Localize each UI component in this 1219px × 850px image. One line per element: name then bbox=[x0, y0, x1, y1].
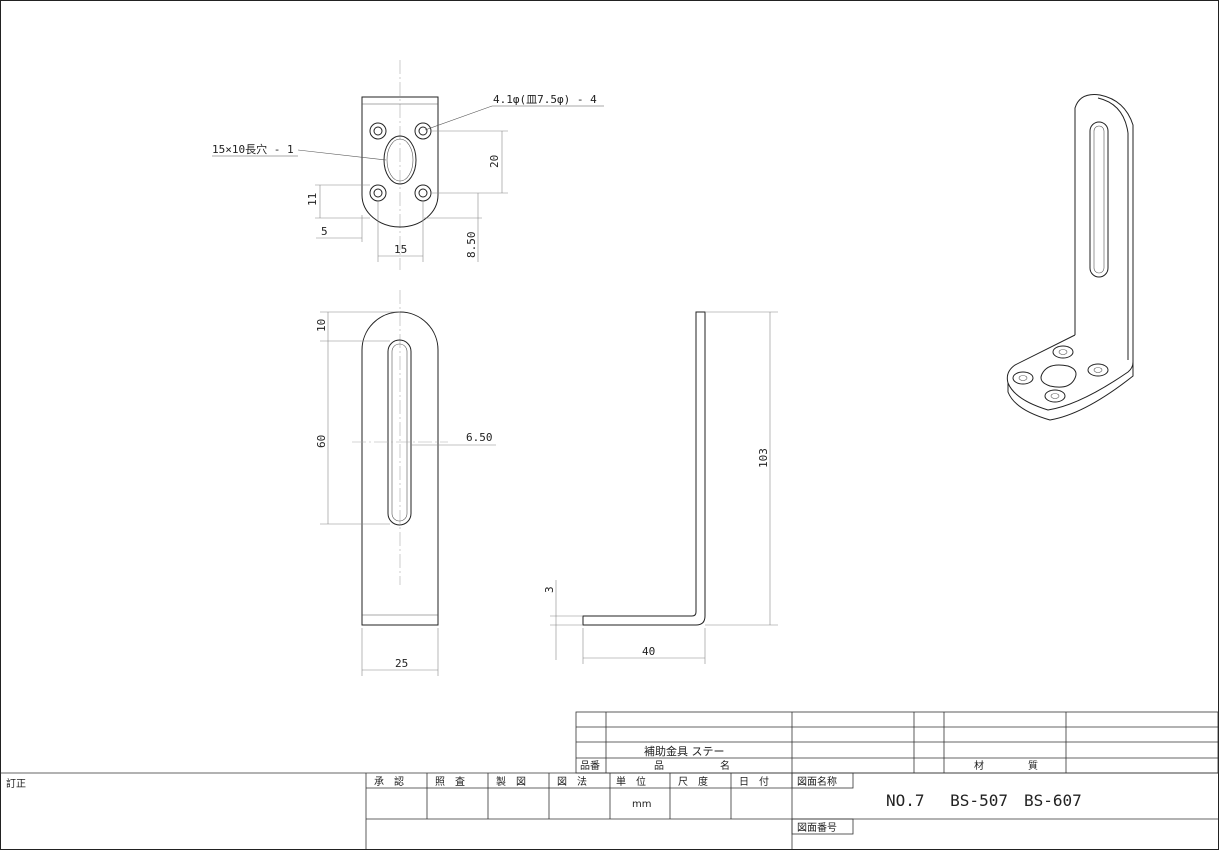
unit-value: mm bbox=[632, 799, 651, 810]
countersunk-holes bbox=[369, 122, 432, 202]
dim-10: 10 bbox=[315, 319, 328, 332]
dim-40: 40 bbox=[642, 645, 655, 658]
title-block: 補助金具 ステー 品番 品 名 材 質 訂正 承 認 照 査 製 図 図 法 単… bbox=[0, 711, 1219, 849]
dim-11: 11 bbox=[306, 193, 319, 206]
label-hin: 品 bbox=[654, 760, 664, 772]
label-shakudo: 尺 度 bbox=[678, 775, 708, 788]
dim-8-50: 8.50 bbox=[465, 232, 478, 259]
label-zai: 材 bbox=[974, 759, 984, 772]
label-hinban: 品番 bbox=[580, 760, 600, 772]
front-view: 10 60 6.50 25 bbox=[315, 290, 496, 676]
dim-60: 60 bbox=[315, 435, 328, 448]
drawing-title: NO.7 BS-507 BS-607 bbox=[886, 791, 1082, 810]
label-hizuke: 日 付 bbox=[739, 775, 769, 788]
label-shonin: 承 認 bbox=[374, 775, 404, 788]
dim-103: 103 bbox=[757, 448, 770, 468]
label-tani: 単 位 bbox=[616, 775, 646, 788]
label-seizu: 製 図 bbox=[496, 775, 526, 788]
label-mei: 名 bbox=[720, 759, 730, 772]
isometric-view bbox=[1006, 94, 1134, 421]
top-view: 4.1φ(皿7.5φ) - 4 15×10長穴 - 1 20 11 8.50 5… bbox=[212, 60, 604, 270]
dim-15: 15 bbox=[394, 243, 407, 256]
label-shitsu: 質 bbox=[1028, 759, 1038, 772]
label-zumen-meisho: 図面名称 bbox=[797, 775, 837, 788]
side-view: 103 3 40 bbox=[543, 311, 778, 664]
dim-20: 20 bbox=[488, 155, 501, 168]
label-teisei: 訂正 bbox=[6, 777, 26, 790]
label-shosa: 照 査 bbox=[435, 775, 465, 788]
label-zuho: 図 法 bbox=[557, 775, 587, 788]
label-zumen-bango: 図面番号 bbox=[797, 822, 837, 834]
dim-5: 5 bbox=[321, 225, 328, 238]
hole-note: 4.1φ(皿7.5φ) - 4 bbox=[493, 93, 597, 106]
slot-note: 15×10長穴 - 1 bbox=[212, 142, 294, 156]
dim-6-50: 6.50 bbox=[466, 431, 493, 444]
dim-25: 25 bbox=[395, 657, 408, 670]
product-name: 補助金具 ステー bbox=[644, 744, 725, 758]
dim-3: 3 bbox=[543, 586, 556, 593]
